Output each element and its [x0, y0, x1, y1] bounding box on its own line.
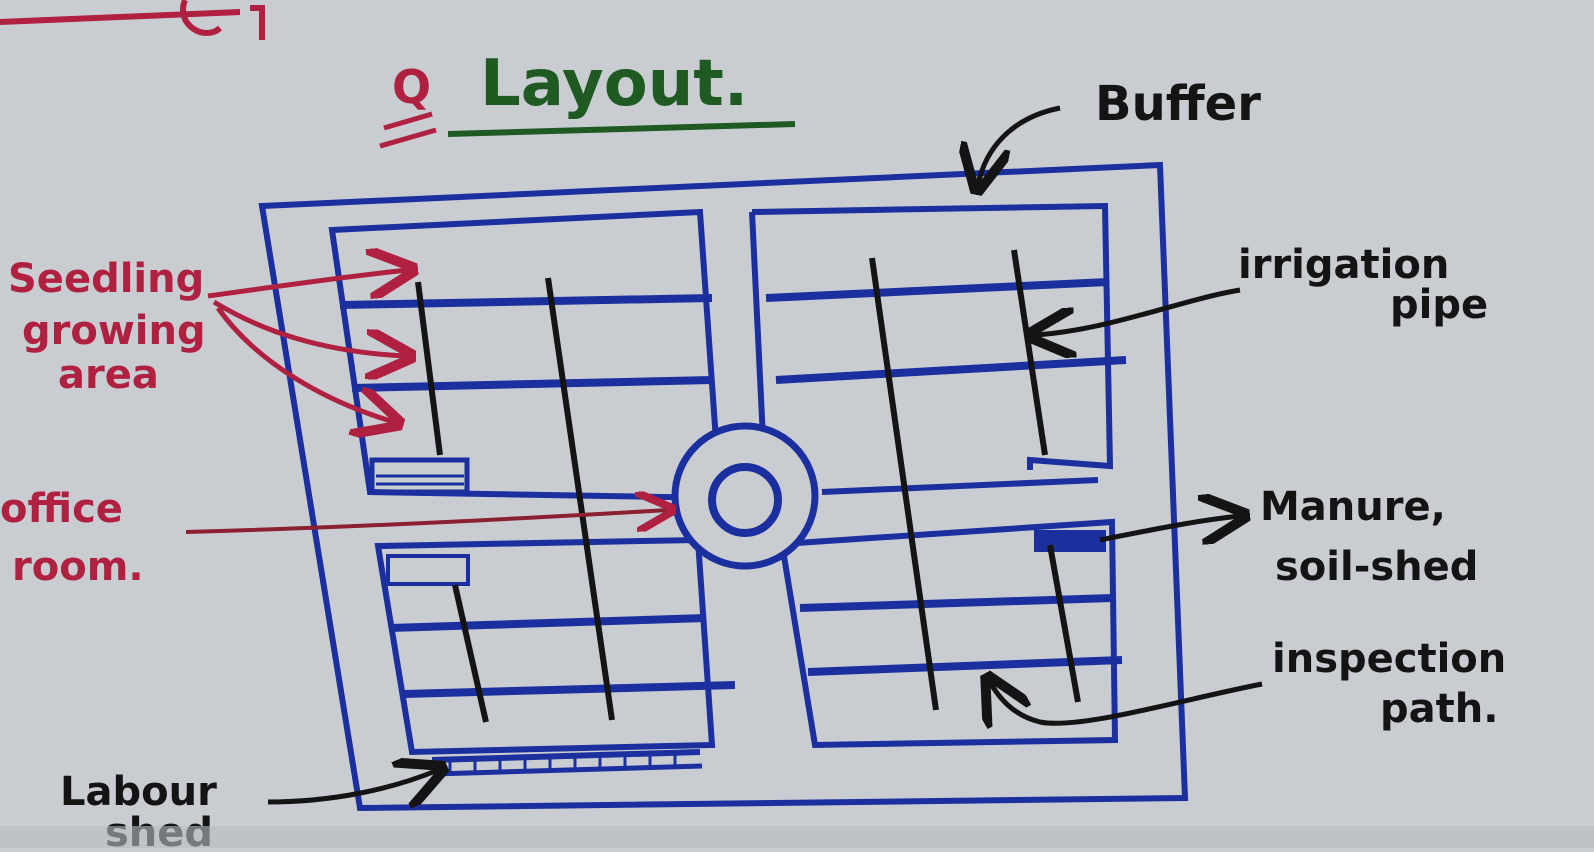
label-soil-shed: soil-shed	[1275, 544, 1478, 590]
bed-line	[775, 356, 1127, 384]
arrow-seedling-2	[212, 299, 406, 356]
arrow-labour-shed	[267, 770, 438, 802]
bottom-edge	[0, 826, 1594, 848]
labour-shed-strip	[433, 763, 703, 777]
arrow-irrigation-pipe	[1035, 287, 1241, 335]
plot-bottom-right	[778, 518, 1119, 749]
bed-line	[351, 376, 713, 392]
label-growing: growing	[22, 308, 206, 354]
label-room: room.	[12, 544, 144, 590]
irrigation-pipe	[452, 584, 489, 723]
label-buffer: Buffer	[1095, 76, 1261, 132]
arrow-buffer	[978, 105, 1061, 185]
irrigation-pipe	[869, 257, 939, 711]
bed-line	[403, 681, 736, 698]
arrow-seedling-3	[215, 306, 394, 422]
arrow-seedling-1	[207, 270, 408, 296]
label-inspection: inspection	[1272, 636, 1506, 682]
arrow-inspection-path	[990, 682, 1263, 723]
label-seedling: Seedling	[8, 256, 204, 302]
bed-line	[389, 614, 707, 632]
question-marker-underline	[379, 111, 437, 149]
question-marker: Q	[392, 60, 431, 114]
label-pipe: pipe	[1390, 282, 1488, 328]
seedling-block-hatch	[376, 474, 464, 486]
label-area: area	[58, 352, 159, 398]
label-office: office	[0, 486, 123, 532]
bed-line	[765, 278, 1109, 302]
title-underline	[447, 121, 796, 137]
plot-top-right	[751, 202, 1114, 470]
residual-scribble	[0, 0, 265, 40]
diagram-title: Layout.	[480, 47, 748, 121]
office-room-inner-ring	[708, 463, 782, 537]
label-path: path.	[1380, 686, 1498, 732]
bed-line	[821, 477, 1099, 495]
irrigation-pipe	[545, 277, 615, 721]
arrow-office-room	[185, 510, 668, 534]
small-block	[386, 554, 470, 586]
arrow-manure-soil-shed	[1099, 516, 1240, 540]
outer-boundary	[258, 161, 1189, 812]
manure-soil-shed-block	[1034, 530, 1106, 552]
irrigation-pipe	[1047, 544, 1081, 703]
plot-bottom-left	[374, 536, 716, 756]
seedling-block	[369, 457, 470, 495]
label-irrigation: irrigation	[1238, 242, 1449, 288]
label-labour: Labour	[60, 769, 217, 815]
label-manure: Manure,	[1260, 484, 1446, 530]
bed-line	[339, 294, 713, 309]
labour-shed-strip	[431, 749, 701, 763]
office-room-outer-ring	[671, 422, 819, 570]
irrigation-pipe	[415, 281, 443, 456]
